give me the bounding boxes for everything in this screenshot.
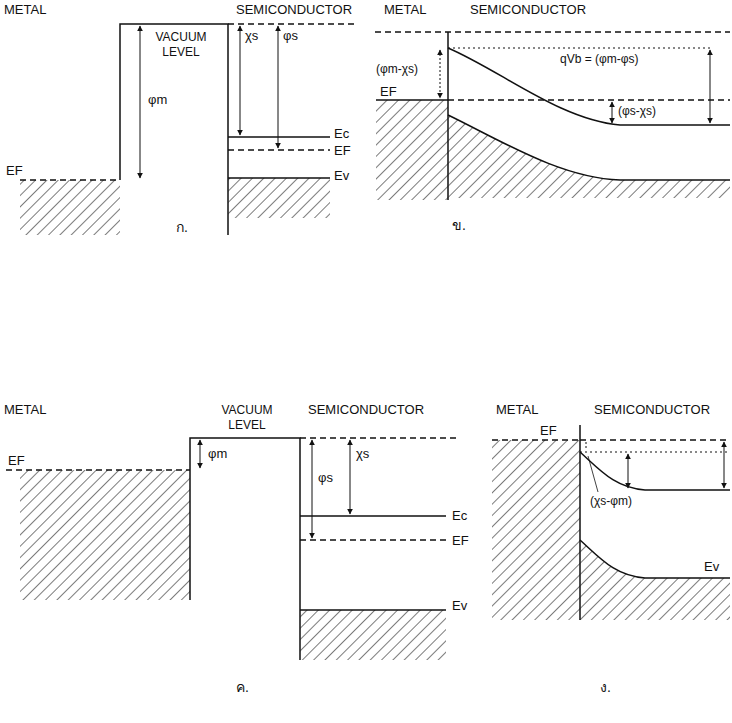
band-label: Ev bbox=[334, 168, 349, 183]
band-label: EF bbox=[452, 533, 469, 548]
band-label: Ev bbox=[704, 559, 719, 574]
band-label: EF bbox=[380, 84, 397, 99]
band-label: METAL bbox=[4, 402, 46, 417]
band-label: qVb = (φm-φs) bbox=[560, 52, 639, 67]
band-label: Ec bbox=[334, 126, 349, 141]
band-label: φs bbox=[318, 470, 333, 485]
band-label: METAL bbox=[496, 402, 538, 417]
band-label: (φm-χs) bbox=[376, 62, 418, 77]
band-label: METAL bbox=[384, 2, 426, 17]
band-label: ข. bbox=[452, 218, 466, 233]
band-label: ง. bbox=[600, 680, 611, 695]
band-label: ค. bbox=[236, 680, 249, 695]
band-label: EF bbox=[6, 163, 23, 178]
band-label: (χs-φm) bbox=[590, 494, 632, 509]
band-label: (φs-χs) bbox=[618, 104, 656, 119]
band-label: SEMICONDUCTOR bbox=[308, 402, 424, 417]
band-label: SEMICONDUCTOR bbox=[236, 2, 352, 17]
band-label: METAL bbox=[4, 2, 46, 17]
band-label: EF bbox=[8, 453, 25, 468]
band-label: χs bbox=[245, 28, 258, 43]
band-label: Ev bbox=[452, 598, 467, 613]
band-label: φm bbox=[208, 446, 227, 461]
band-label: VACUUM LEVEL bbox=[150, 30, 212, 60]
band-label: ก. bbox=[176, 220, 188, 235]
band-label: SEMICONDUCTOR bbox=[594, 402, 710, 417]
band-label: EF bbox=[334, 143, 351, 158]
band-label: φs bbox=[283, 28, 298, 43]
band-label: SEMICONDUCTOR bbox=[470, 2, 586, 17]
band-label: VACUUM LEVEL bbox=[212, 403, 282, 433]
band-label: Ec bbox=[452, 508, 467, 523]
band-label: EF bbox=[540, 423, 557, 438]
band-label: φm bbox=[148, 92, 167, 107]
band-label: χs bbox=[356, 446, 369, 461]
